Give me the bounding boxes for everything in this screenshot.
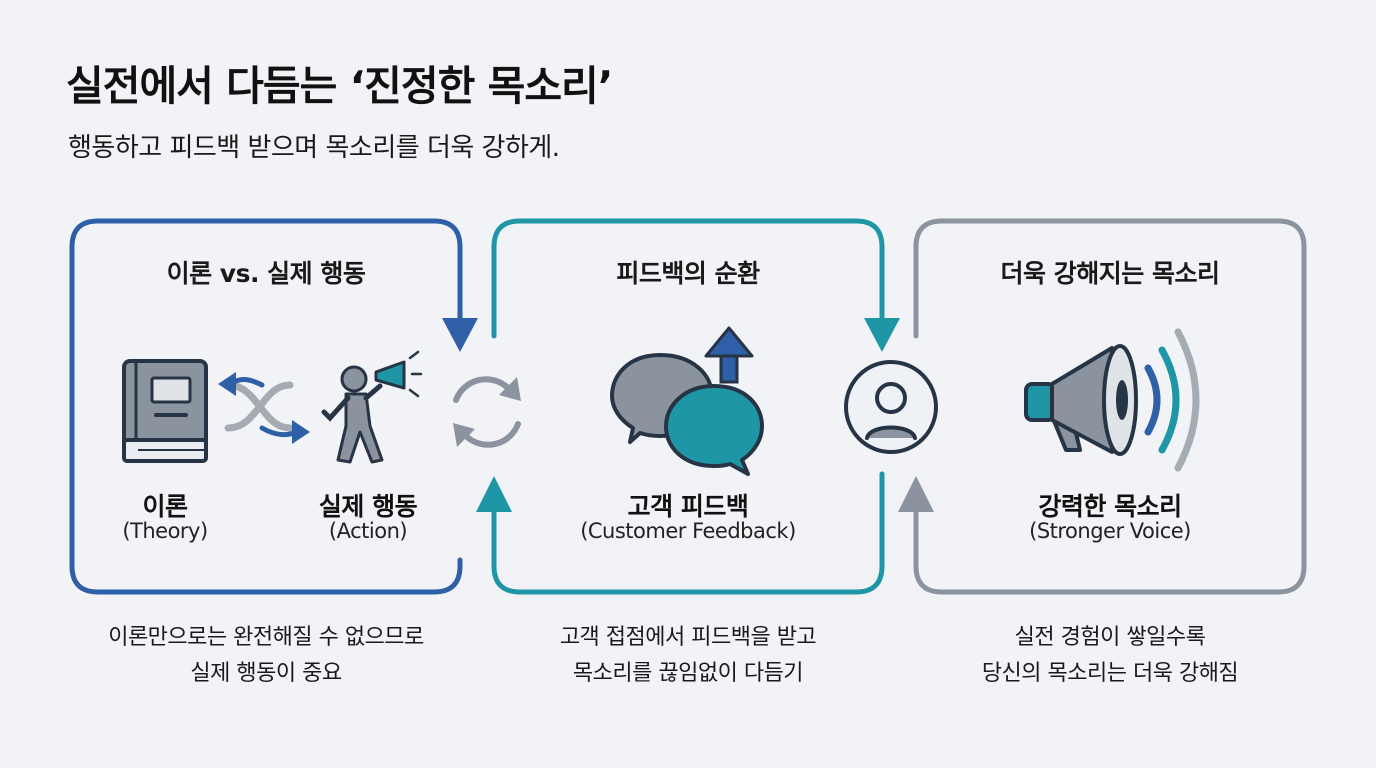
desc-line: 이론만으로는 완전해질 수 없으므로 [108, 625, 424, 650]
label-action-en: (Action) [328, 519, 408, 543]
label-voice-en: (Stronger Voice) [1029, 519, 1191, 543]
label-theory-en: (Theory) [122, 519, 208, 543]
panel-frame-stronger-voice [913, 218, 1307, 595]
book-icon [122, 359, 208, 463]
label-feedback-en: (Customer Feedback) [580, 519, 796, 543]
swap-arrows-icon [218, 372, 310, 444]
page-subtitle: 행동하고 피드백 받으며 목소리를 더욱 강하게. [68, 133, 560, 163]
panel-title-feedback: 피드백의 순환 [616, 259, 760, 288]
desc-stronger-voice: 실전 경험이 쌓일수록 당신의 목소리는 더욱 강해짐 [888, 620, 1332, 692]
page-title: 실전에서 다듬는 ‘진정한 목소리’ [66, 62, 613, 110]
panel2-arrow-down [864, 318, 900, 352]
label-voice-ko: 강력한 목소리 [1038, 492, 1182, 521]
panel-frame-theory-action [69, 218, 463, 595]
panel3-arrow-up [898, 476, 934, 512]
label-feedback-ko: 고객 피드백 [627, 492, 749, 521]
panel1-arrow-down [442, 318, 478, 352]
desc-line: 고객 접점에서 피드백을 받고 [559, 625, 817, 650]
up-arrow-icon [704, 326, 754, 384]
label-action-ko: 실제 행동 [318, 492, 418, 521]
panel-frame-feedback [491, 218, 885, 595]
desc-theory-action: 이론만으로는 완전해질 수 없으므로 실제 행동이 중요 [44, 620, 488, 692]
sound-waves-icon [1144, 328, 1200, 472]
desc-line: 실제 행동이 중요 [190, 661, 342, 686]
speech-bubbles-icon [610, 353, 764, 476]
label-theory-ko: 이론 [142, 492, 188, 521]
megaphone-icon [1024, 344, 1138, 456]
desc-line: 당신의 목소리는 더욱 강해짐 [981, 661, 1239, 686]
person-megaphone-icon [321, 350, 423, 464]
panel-title-stronger-voice: 더욱 강해지는 목소리 [1000, 259, 1220, 288]
user-avatar-icon [844, 360, 938, 454]
desc-line: 실전 경험이 쌓일수록 [1014, 625, 1206, 650]
desc-feedback: 고객 접점에서 피드백을 받고 목소리를 끊임없이 다듬기 [466, 620, 910, 692]
panel2-arrow-up [476, 476, 512, 512]
cycle-arrows-icon [453, 376, 521, 448]
panel-title-theory-action: 이론 vs. 실제 행동 [166, 259, 366, 288]
desc-line: 목소리를 끊임없이 다듬기 [572, 661, 804, 686]
